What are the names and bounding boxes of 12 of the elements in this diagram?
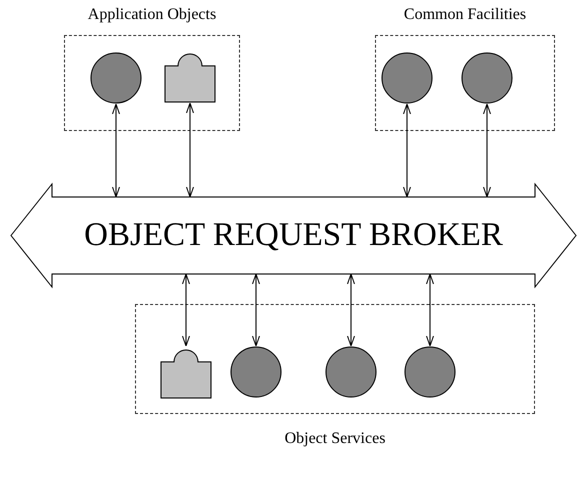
double-headed-arrow — [186, 102, 194, 198]
double-headed-arrow — [426, 274, 434, 346]
double-headed-arrow — [347, 274, 355, 346]
group-heading: Object Services — [284, 430, 386, 447]
band-label: OBJECT REQUEST BROKER — [84, 217, 503, 254]
double-headed-arrow — [182, 274, 190, 346]
group-heading: Common Facilities — [404, 6, 526, 23]
double-headed-arrow — [483, 104, 491, 198]
double-headed-arrow — [252, 274, 260, 346]
double-headed-arrow — [403, 104, 411, 198]
group-heading: Application Objects — [88, 6, 216, 23]
double-headed-arrow — [112, 104, 120, 198]
